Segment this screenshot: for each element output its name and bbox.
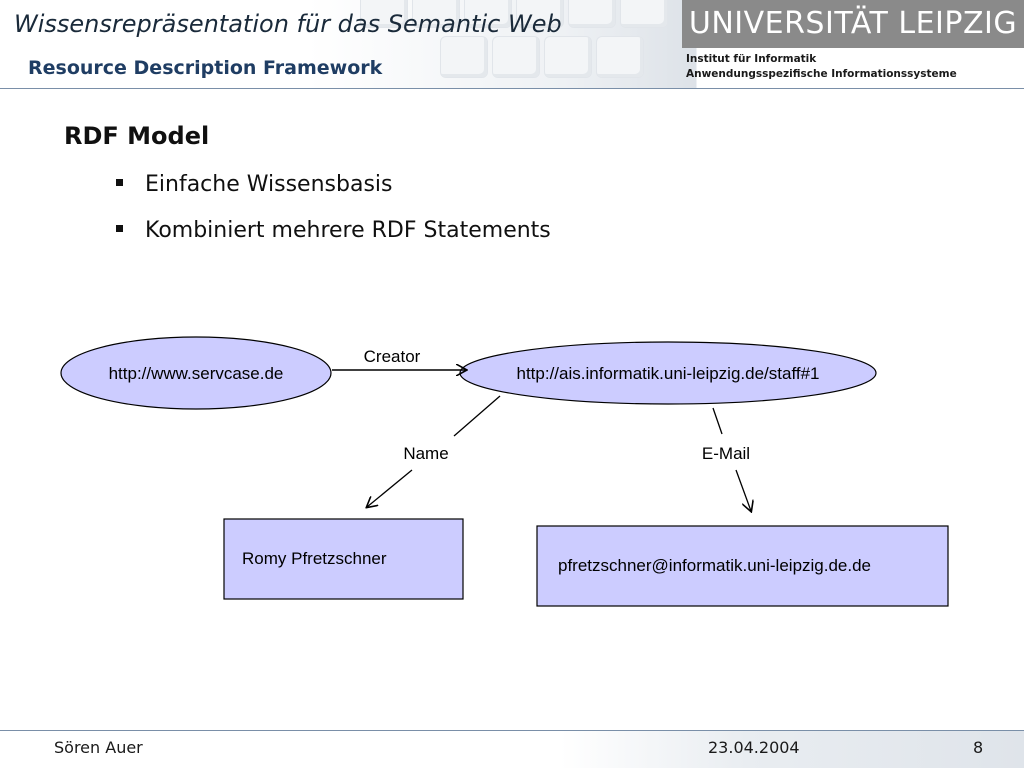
square-bullet-icon [116, 224, 123, 232]
header-divider [0, 88, 1024, 89]
section-heading: RDF Model [64, 122, 210, 150]
footer-author: Sören Auer [54, 738, 143, 757]
keyboard-key-decoration [440, 36, 488, 78]
email-edge-lower [735, 469, 751, 511]
footer-date: 23.04.2004 [708, 738, 800, 757]
square-bullet-icon [116, 178, 123, 186]
email-edge-upper [712, 407, 723, 435]
bullet-text: Einfache Wissensbasis [145, 172, 393, 197]
bullet-item: Kombiniert mehrere RDF Statements [116, 218, 551, 243]
institute-name: Institut für Informatik [686, 53, 817, 65]
name-edge-label: Name [403, 444, 448, 463]
name-edge-lower [367, 469, 413, 507]
creator-edge-label: Creator [364, 347, 421, 366]
slide-header: Wissensrepräsentation für das Semantic W… [0, 0, 1024, 88]
keyboard-key-decoration [360, 0, 408, 28]
keyboard-key-decoration [464, 0, 512, 28]
email-literal-box [536, 525, 949, 607]
department-name: Anwendungsspezifische Informationssystem… [686, 68, 957, 80]
keyboard-key-decoration [596, 36, 644, 78]
keyboard-key-decoration [412, 0, 460, 28]
name-edge-upper [453, 395, 501, 437]
keyboard-key-decoration [516, 0, 564, 28]
email-edge-label: E-Mail [702, 444, 750, 463]
slide-subtitle: Resource Description Framework [28, 57, 383, 79]
keyboard-key-decoration [492, 36, 540, 78]
rdf-graph-diagram: http://www.servcase.de http://ais.inform… [60, 336, 949, 607]
university-logo: UNIVERSITÄT LEIPZIG [682, 0, 1024, 48]
email-literal-label: pfretzschner@informatik.uni-leipzig.de.d… [558, 556, 871, 575]
page-number: 8 [973, 738, 984, 757]
footer-divider [0, 730, 1024, 731]
slide-title: Wissensrepräsentation für das Semantic W… [14, 10, 562, 38]
name-literal-box [223, 518, 464, 600]
name-literal-label: Romy Pfretzschner [242, 549, 387, 568]
bullet-text: Kombiniert mehrere RDF Statements [145, 218, 551, 243]
subject-node-label: http://www.servcase.de [109, 364, 284, 383]
keyboard-key-decoration [544, 36, 592, 78]
keyboard-key-decoration [620, 0, 668, 28]
creator-node-label: http://ais.informatik.uni-leipzig.de/sta… [516, 364, 819, 383]
keyboard-key-decoration [568, 0, 616, 28]
subject-node-ellipse [60, 336, 332, 410]
bullet-item: Einfache Wissensbasis [116, 172, 392, 197]
footer-background [560, 731, 1024, 768]
